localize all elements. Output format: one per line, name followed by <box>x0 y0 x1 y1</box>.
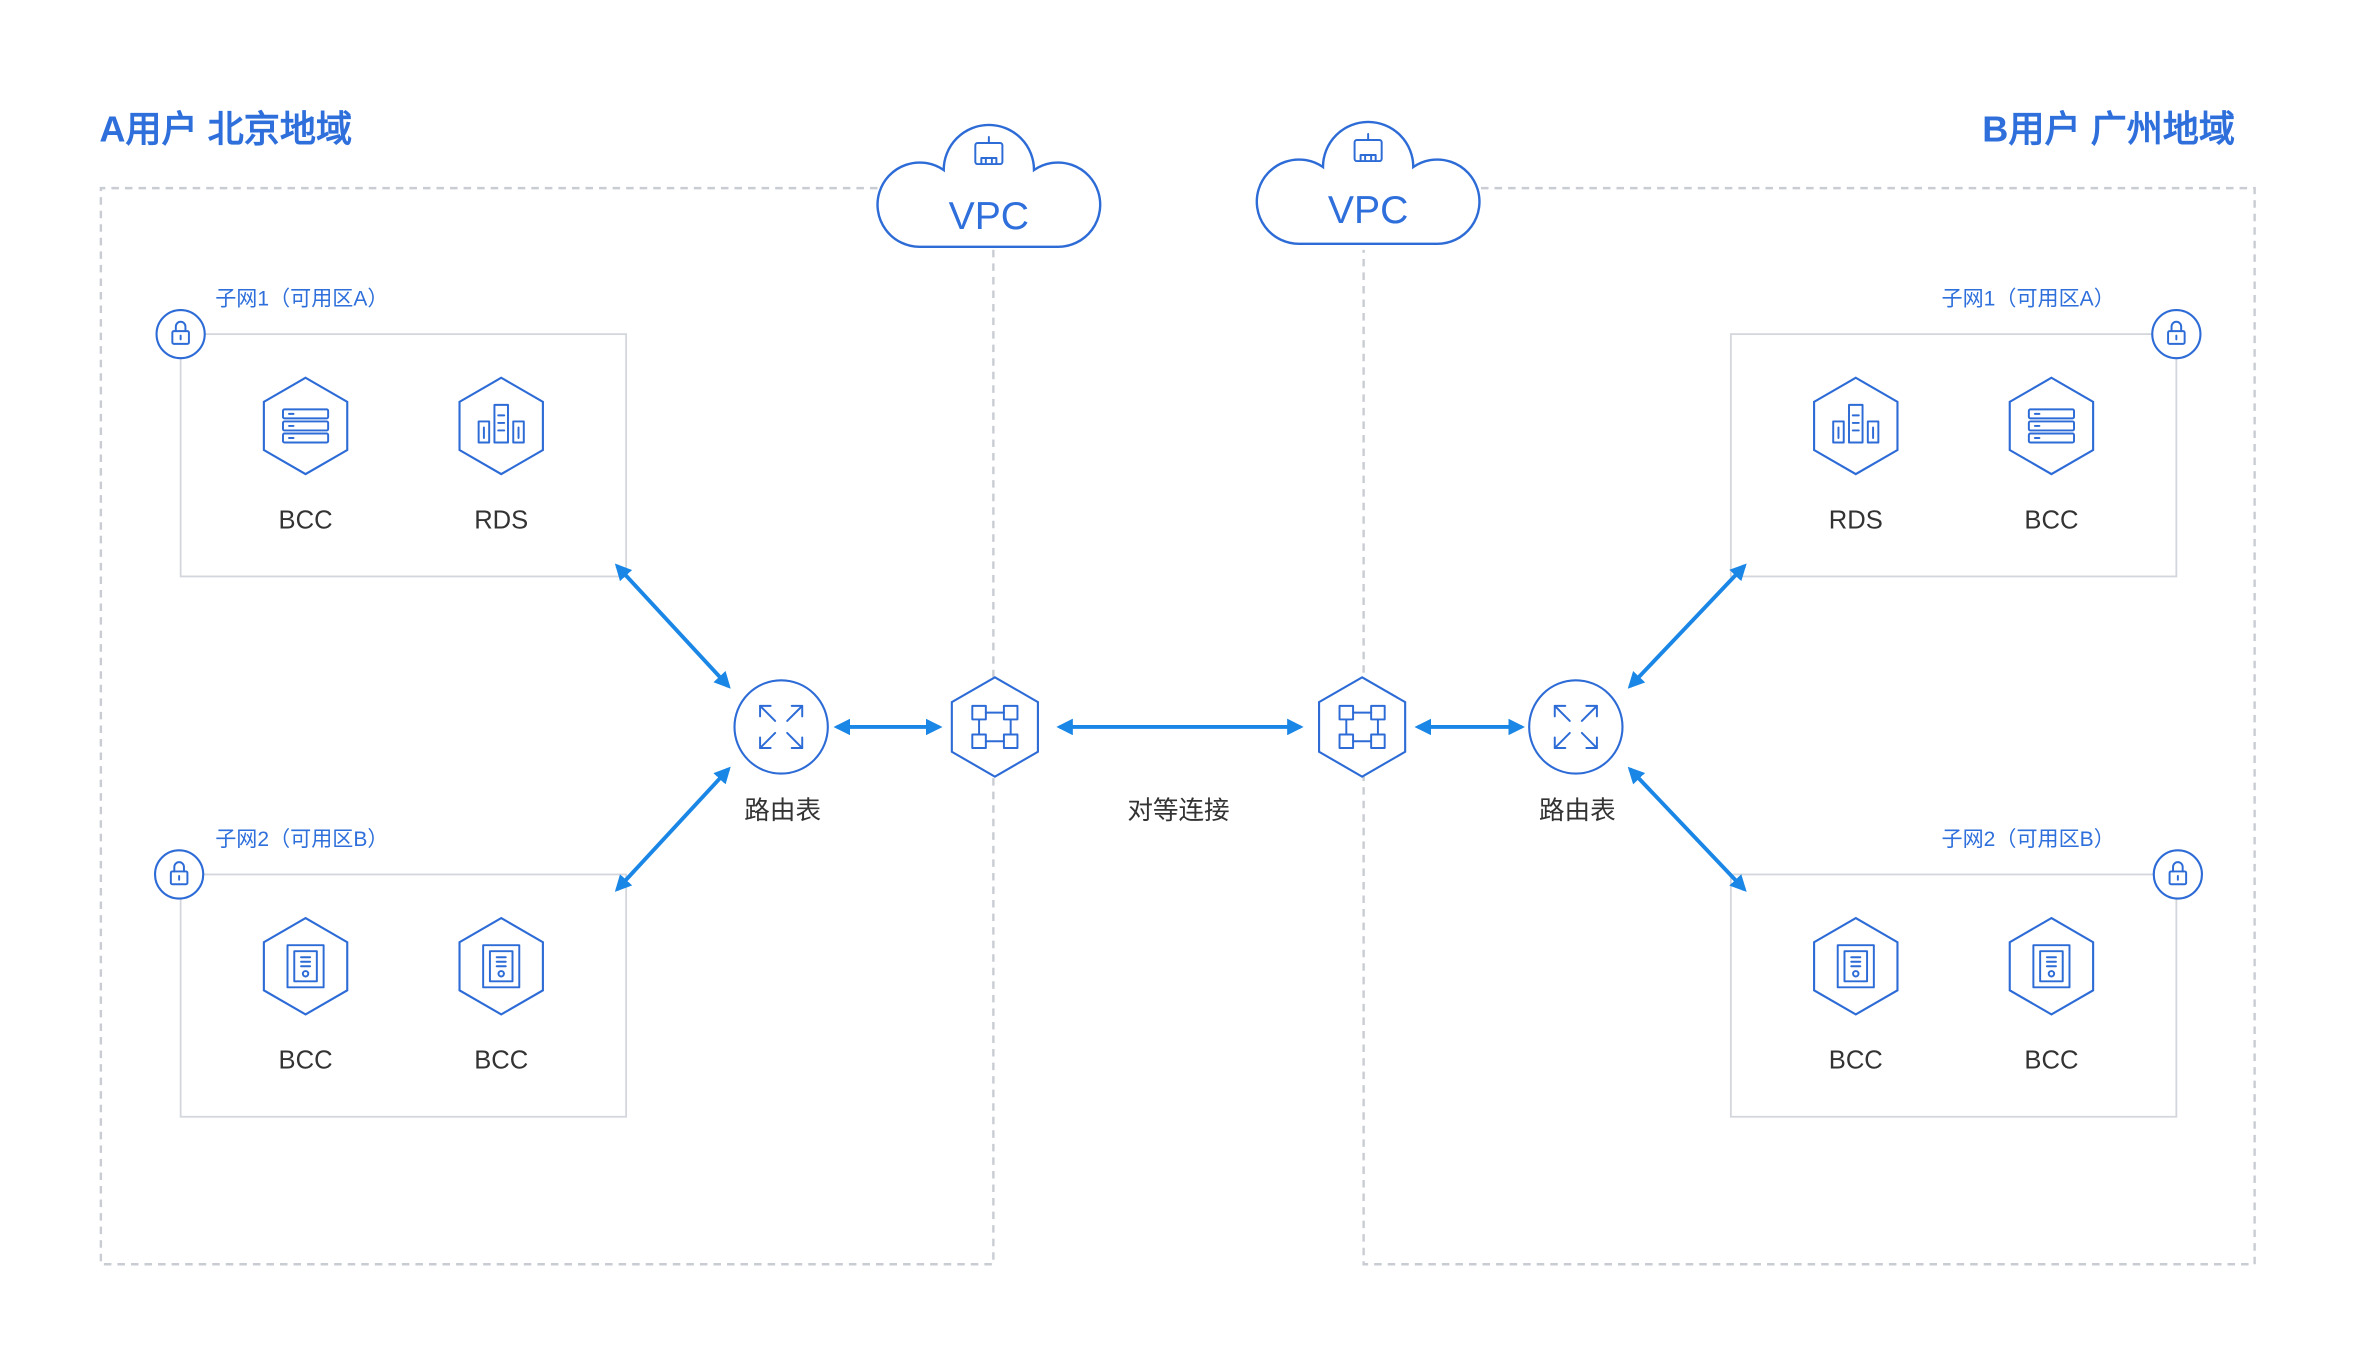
peering-connection: 对等连接 <box>950 676 1407 825</box>
router-label: 路由表 <box>1539 796 1616 825</box>
subnet-box <box>179 873 628 1118</box>
hexagon-icon <box>2008 376 2095 476</box>
node-rds: RDS <box>458 376 544 534</box>
vpc-b-cloud: VPC <box>1255 120 1481 246</box>
subnet-label: 子网2（可用区B） <box>215 828 388 851</box>
subnet-box <box>1729 333 2178 578</box>
vpc-b-label: VPC <box>1328 189 1408 232</box>
node-bcc: BCC <box>2008 376 2095 534</box>
lock-icon <box>2151 308 2202 360</box>
node-label: RDS <box>474 506 528 534</box>
region-a-title: A用户 北京地域 <box>99 108 352 149</box>
node-label: RDS <box>1829 506 1883 534</box>
node-label: BCC <box>279 506 333 534</box>
router-icon <box>1528 679 1624 775</box>
router-label: 路由表 <box>744 796 821 825</box>
arrow-b-router-subnet2 <box>1627 766 1747 892</box>
region-a-router: 路由表 <box>733 679 829 825</box>
region-b-title: B用户 广州地域 <box>1982 108 2235 149</box>
region-b-subnet-2: 子网2（可用区B） BCC BCC <box>1729 828 2203 1118</box>
node-label: BCC <box>2024 506 2078 534</box>
node-label: BCC <box>2024 1047 2078 1075</box>
node-bcc: BCC <box>262 917 349 1075</box>
hexagon-icon <box>262 376 349 476</box>
arrow-a-subnet1-router <box>614 563 731 689</box>
lock-icon <box>153 849 205 900</box>
connection-arrows <box>614 563 1747 892</box>
arrow-b-router-subnet1 <box>1627 563 1747 689</box>
peering-connection-icon <box>950 676 1039 778</box>
region-a-subnet-2: 子网2（可用区B） BCC BCC <box>153 828 628 1118</box>
node-label: BCC <box>279 1047 333 1075</box>
vpc-a-label: VPC <box>949 195 1029 238</box>
node-label: BCC <box>1829 1047 1883 1075</box>
subnet-label: 子网1（可用区A） <box>215 288 388 311</box>
subnet-box <box>1729 873 2178 1118</box>
region-a-border <box>99 186 995 1266</box>
node-rds: RDS <box>1813 376 1899 534</box>
peering-label: 对等连接 <box>1127 796 1229 825</box>
subnet-label: 子网1（可用区A） <box>1942 288 2115 311</box>
node-bcc: BCC <box>458 917 544 1075</box>
node-bcc: BCC <box>262 376 349 534</box>
subnet-box <box>179 333 628 578</box>
vpc-a-cloud: VPC <box>876 123 1102 249</box>
region-b-router: 路由表 <box>1528 679 1624 825</box>
subnet-label: 子网2（可用区B） <box>1942 828 2115 851</box>
node-label: BCC <box>474 1047 528 1075</box>
node-bcc: BCC <box>2008 917 2095 1075</box>
lock-icon <box>2152 849 2203 900</box>
arrow-a-subnet2-router <box>614 766 731 892</box>
peering-connection-icon <box>1318 676 1407 778</box>
region-b-subnet-1: 子网1（可用区A） RDS BCC <box>1729 288 2202 578</box>
lock-icon <box>155 308 206 360</box>
router-icon <box>733 679 829 775</box>
hexagon-icon <box>458 376 544 476</box>
node-bcc: BCC <box>1813 917 1899 1075</box>
region-b-border <box>1362 186 2256 1266</box>
hexagon-icon <box>1813 376 1899 476</box>
region-a-subnet-1: 子网1（可用区A） BCC RDS <box>155 288 628 578</box>
